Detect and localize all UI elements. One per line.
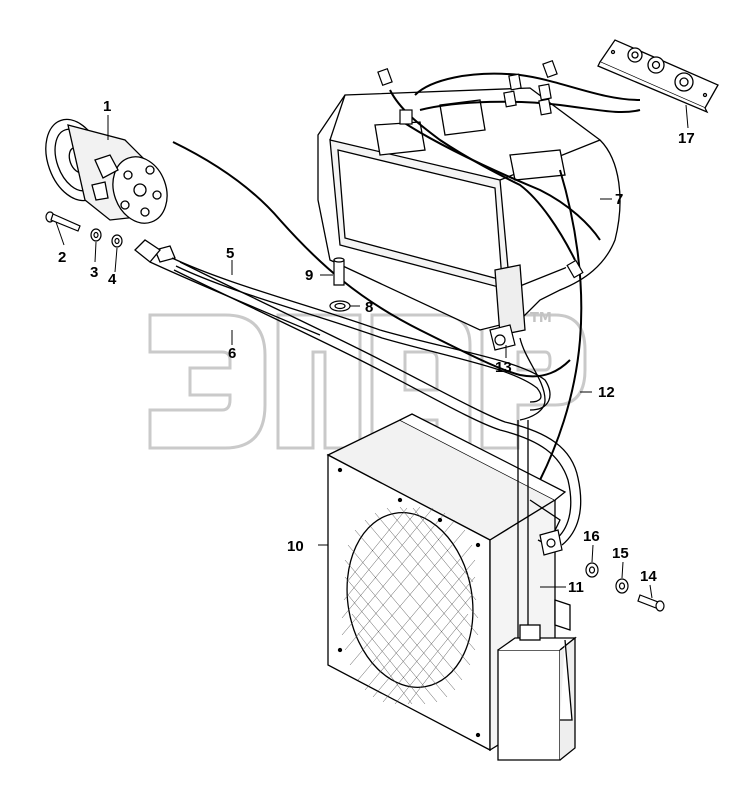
washer-3[interactable] — [90, 228, 102, 242]
control-panel[interactable] — [597, 39, 719, 114]
seal-8[interactable] — [329, 300, 351, 312]
callout-10: 10 — [287, 538, 304, 555]
callout-13: 13 — [495, 359, 512, 376]
fitting-13[interactable] — [489, 324, 516, 351]
callout-16: 16 — [583, 528, 600, 545]
callout-15: 15 — [612, 545, 629, 562]
bolt-2[interactable] — [45, 211, 81, 232]
hose-fitting-16[interactable] — [539, 529, 563, 556]
compressor-part[interactable] — [35, 111, 176, 231]
callout-4: 4 — [108, 271, 117, 288]
callout-14: 14 — [640, 568, 657, 585]
callout-2: 2 — [58, 249, 66, 266]
bolt-14[interactable] — [637, 594, 665, 612]
callout-17: 17 — [678, 130, 695, 147]
connectors[interactable] — [377, 59, 584, 279]
callout-1: 1 — [103, 98, 111, 115]
callout-7: 7 — [615, 191, 623, 208]
washer-15[interactable] — [615, 578, 629, 594]
filter-9[interactable] — [333, 257, 345, 286]
watermark-tm: TM — [530, 311, 552, 326]
callout-8: 8 — [365, 299, 373, 316]
callout-11: 11 — [568, 579, 584, 596]
callout-6: 6 — [228, 345, 236, 362]
callout-5: 5 — [226, 245, 234, 262]
hose-6[interactable] — [134, 239, 321, 336]
callout-12: 12 — [598, 384, 615, 401]
leader-lines — [55, 104, 689, 599]
hose-5[interactable] — [154, 245, 582, 546]
wire-harness[interactable] — [172, 72, 641, 681]
washer-16[interactable] — [585, 562, 599, 578]
washer-4[interactable] — [111, 234, 123, 248]
receiver-drier[interactable] — [497, 599, 577, 761]
evaporator-unit[interactable] — [317, 87, 621, 336]
callout-9: 9 — [305, 267, 313, 284]
callout-3: 3 — [90, 264, 98, 281]
